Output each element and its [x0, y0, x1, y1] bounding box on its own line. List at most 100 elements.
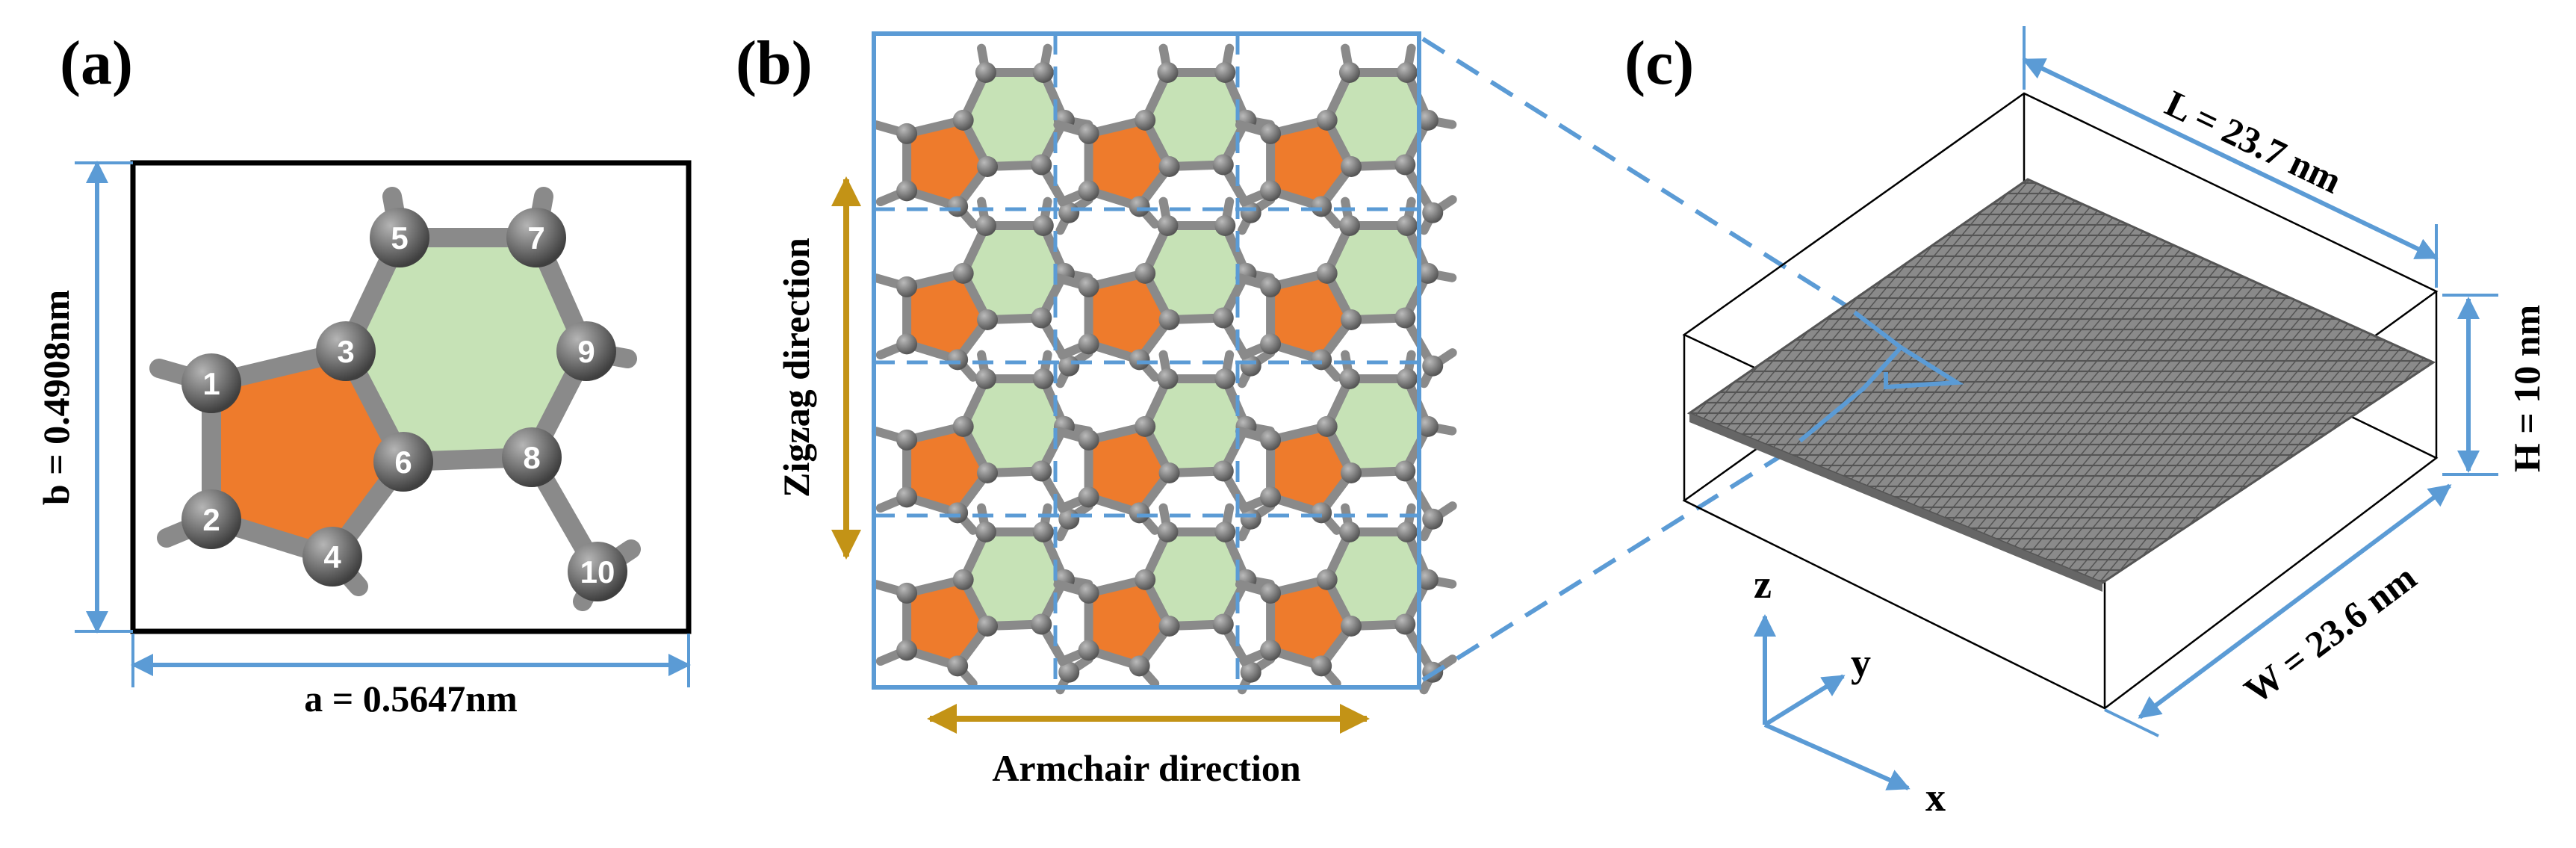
hexagon-ring — [963, 379, 1064, 473]
atom — [896, 640, 918, 661]
atom-number: 4 — [323, 539, 341, 575]
atom — [952, 415, 974, 437]
atom — [1031, 154, 1052, 176]
atom — [1157, 522, 1179, 542]
hexagon-ring — [1145, 532, 1247, 626]
atom — [556, 321, 616, 381]
atom — [1422, 202, 1444, 223]
atom — [977, 616, 999, 637]
atom — [947, 196, 969, 217]
atom — [1031, 460, 1052, 482]
pentagon-ring — [907, 120, 988, 207]
atom — [1260, 640, 1282, 661]
y-axis — [1763, 674, 1846, 727]
atom — [896, 486, 918, 508]
atom — [977, 462, 999, 483]
atom — [1032, 215, 1054, 236]
highlight-cell — [1853, 310, 1964, 390]
atom — [1078, 333, 1099, 355]
atom — [977, 156, 999, 177]
atom — [1316, 415, 1338, 437]
atom — [1316, 109, 1338, 131]
atom — [952, 262, 974, 284]
pentagon-ring — [211, 351, 403, 557]
atom — [1212, 307, 1234, 329]
atom — [1338, 62, 1360, 83]
atom — [1394, 460, 1416, 482]
dim-L-label: L = 23.7 nm — [2159, 82, 2348, 202]
hexagon-ring — [1145, 72, 1247, 167]
atom-number: 10 — [580, 554, 615, 589]
atom — [1396, 215, 1418, 236]
atom-number: 3 — [337, 334, 354, 369]
atom — [896, 276, 918, 297]
atom — [896, 333, 918, 355]
dim-H-label: H = 10 nm — [2506, 305, 2548, 472]
atom — [1135, 569, 1156, 590]
dim-W-arrow — [2138, 483, 2452, 719]
atom — [1422, 508, 1444, 530]
atom — [1240, 661, 1261, 683]
atom — [1341, 616, 1362, 637]
highlight-lines — [1798, 345, 1903, 443]
atom — [181, 489, 241, 549]
atom — [1212, 613, 1234, 635]
atom — [1157, 62, 1179, 83]
atom — [1396, 368, 1418, 389]
atom — [1417, 262, 1438, 284]
atom — [896, 582, 918, 604]
atom — [1422, 355, 1444, 377]
atom — [975, 62, 996, 83]
atom — [1260, 429, 1282, 451]
atom — [1158, 309, 1180, 330]
atom — [1129, 502, 1150, 524]
dim-b-label: b = 0.4908nm — [35, 290, 77, 505]
hexagon-ring — [1326, 72, 1428, 167]
atom — [1311, 655, 1332, 677]
atom — [975, 368, 996, 389]
atom-number: 2 — [202, 502, 220, 537]
atom — [1316, 569, 1338, 590]
atom — [1338, 522, 1360, 542]
atom — [1417, 415, 1438, 437]
atom — [181, 353, 241, 413]
atom — [1311, 349, 1332, 371]
hexagon-ring — [963, 532, 1064, 626]
atom — [1417, 569, 1438, 590]
dim-L-arrow — [2022, 58, 2439, 260]
armchair-label: Armchair direction — [992, 747, 1301, 789]
atom — [1396, 62, 1418, 83]
atom — [1311, 196, 1332, 217]
atom — [1157, 368, 1179, 389]
hexagon-ring — [1326, 379, 1428, 473]
hexagon-ring — [1145, 226, 1247, 320]
atom — [896, 180, 918, 202]
panel-b: (b) Zigzag direction Armchair direction — [736, 28, 1872, 789]
atom — [1394, 613, 1416, 635]
pentagon-ring — [1270, 273, 1352, 360]
atom — [1031, 307, 1052, 329]
dim-a-label: a = 0.5647nm — [304, 678, 517, 719]
atom — [1135, 109, 1156, 131]
atom-number: 1 — [202, 366, 220, 401]
atom — [1338, 368, 1360, 389]
x-axis-label: x — [1925, 775, 1946, 820]
atom — [947, 655, 969, 677]
atom — [1158, 156, 1180, 177]
atom — [568, 542, 627, 601]
projection-lines — [1421, 37, 1872, 682]
hexagon-ring — [1326, 226, 1428, 320]
atom — [1078, 582, 1099, 604]
panel-b-label: (b) — [736, 28, 813, 98]
atom — [1032, 62, 1054, 83]
panel-c-label: (c) — [1624, 28, 1694, 98]
atom — [1078, 486, 1099, 508]
atom — [947, 349, 969, 371]
graphene-sheet — [1686, 178, 2436, 584]
atom — [1260, 333, 1282, 355]
atom — [1341, 156, 1362, 177]
atom — [302, 527, 362, 587]
